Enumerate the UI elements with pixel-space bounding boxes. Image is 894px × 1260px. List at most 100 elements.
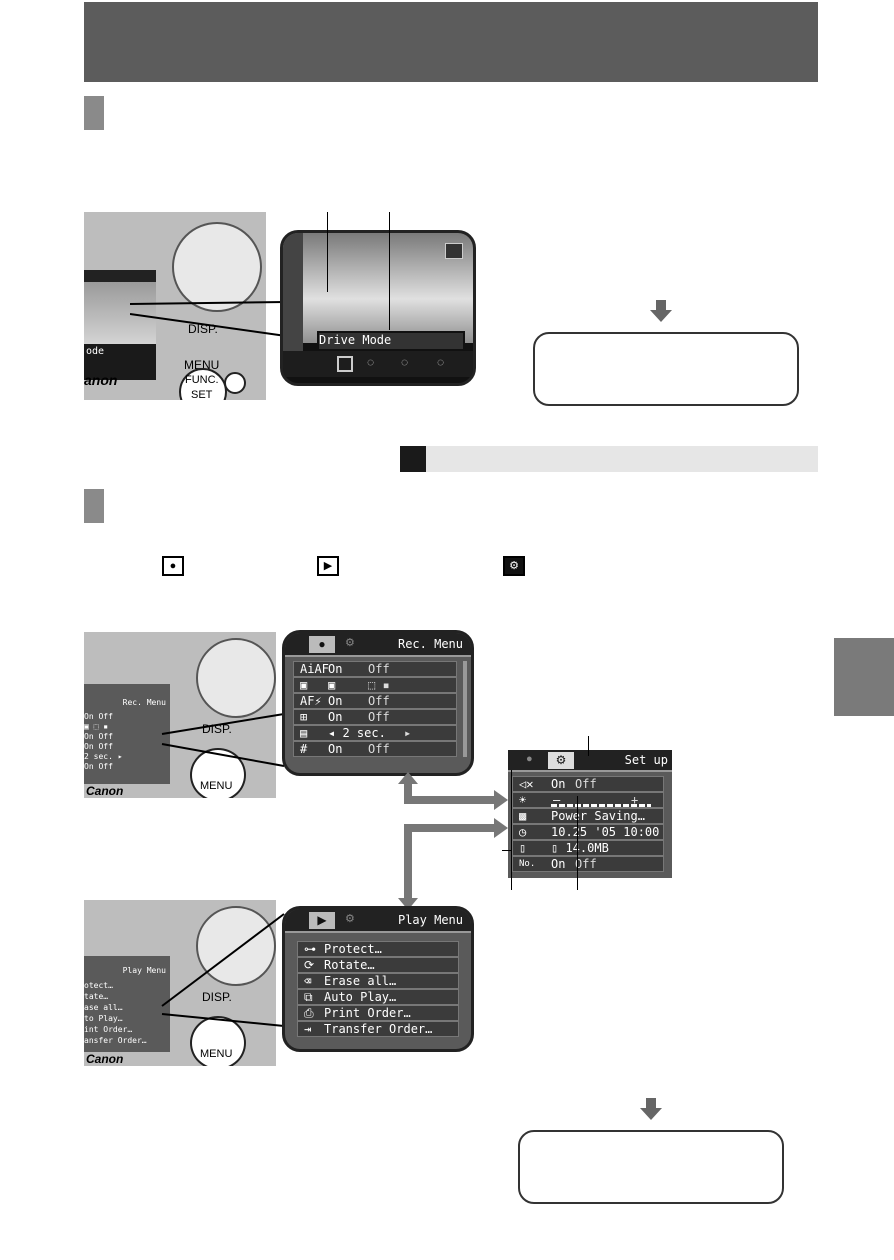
camera-rec-row: ▣ ⬚ ▪ bbox=[84, 722, 109, 731]
zoom-connector-lines bbox=[130, 301, 287, 337]
digital-zoom-icon: ⊞ bbox=[300, 710, 308, 724]
camera-rec-row: On Off bbox=[84, 712, 113, 721]
callout-line-b bbox=[389, 212, 390, 330]
section-header-bar bbox=[84, 2, 818, 82]
camera-rec-row: On Off bbox=[84, 742, 113, 751]
playback-tab-icon: ▶ bbox=[317, 556, 339, 576]
result-box-1 bbox=[533, 332, 799, 406]
metering-icon: ▣ bbox=[300, 678, 308, 692]
play-row-rotate[interactable]: ⟳Rotate… bbox=[297, 957, 459, 973]
mode-dial[interactable] bbox=[196, 638, 276, 718]
play-row-erase-all[interactable]: ⌫Erase all… bbox=[297, 973, 459, 989]
rec-menu-title: Rec. Menu bbox=[397, 637, 463, 651]
camera-play-screen: Play Menu otect… tate… ase all… to Play…… bbox=[84, 956, 170, 1052]
auto-play-icon: ⧉ bbox=[304, 990, 313, 1004]
single-shot-icon[interactable] bbox=[337, 356, 353, 372]
play-row-auto-play[interactable]: ⧉Auto Play… bbox=[297, 989, 459, 1005]
step-box-2 bbox=[84, 489, 104, 523]
callout-line-a bbox=[327, 212, 328, 292]
lcd-snippet-text: ode bbox=[86, 346, 105, 357]
play-row-protect[interactable]: ⊶Protect… bbox=[297, 941, 459, 957]
aiaf-icon: AiAF bbox=[300, 662, 329, 676]
mode-dial[interactable] bbox=[172, 222, 262, 312]
drive-mode-icon-strip: ◌ ◌ ◌ bbox=[283, 351, 473, 377]
menu-button-label: MENU bbox=[200, 1048, 233, 1060]
cityscape-photo bbox=[283, 233, 473, 343]
camera-rec-row: On Off bbox=[84, 732, 113, 741]
small-round-button[interactable] bbox=[224, 372, 246, 394]
brand-logo: Canon bbox=[86, 784, 124, 798]
brightness-slider[interactable] bbox=[551, 804, 651, 807]
self-timer-2s-icon[interactable]: ◌ bbox=[401, 355, 409, 369]
custom-timer-icon[interactable]: ◌ bbox=[437, 355, 445, 369]
camera-rec-screen: Rec. Menu On Off ▣ ⬚ ▪ On Off On Off 2 s… bbox=[84, 684, 170, 784]
self-timer-10s-icon[interactable]: ◌ bbox=[367, 355, 375, 369]
power-saving-icon: ▩ bbox=[519, 809, 527, 823]
rec-row-review[interactable]: ▤◂ 2 sec.▸ bbox=[293, 725, 457, 741]
camera-play-row: tate… bbox=[84, 992, 109, 1001]
eye-icon bbox=[445, 243, 463, 259]
camera-play-row: ansfer Order… bbox=[84, 1036, 147, 1045]
menu-button[interactable]: MENU bbox=[190, 1016, 246, 1066]
rec-row-metering[interactable]: ▣▣⬚ ▪ bbox=[293, 677, 457, 693]
chapter-side-tab bbox=[834, 638, 894, 716]
right-arrow-play bbox=[494, 818, 508, 838]
down-arrow-1 bbox=[650, 310, 672, 322]
camera-play-row: ase all… bbox=[84, 1003, 123, 1012]
callout-setup-left-tick bbox=[502, 850, 512, 851]
key-icon: ⊶ bbox=[304, 942, 316, 956]
rotate-icon: ⟳ bbox=[304, 958, 315, 972]
setup-tab[interactable]: ⚙ bbox=[345, 913, 355, 925]
setup-row-brightness[interactable]: ☀–+ bbox=[512, 792, 664, 808]
play-row-transfer-order[interactable]: ⇥Transfer Order… bbox=[297, 1021, 459, 1037]
play-menu-title: Play Menu bbox=[397, 913, 463, 927]
setup-tab[interactable]: ⚙ bbox=[548, 752, 574, 769]
callout-setup-left bbox=[511, 770, 512, 890]
mode-dial[interactable] bbox=[196, 906, 276, 986]
camera-back-drive: ode DISP. MENU FUNC. SET anon bbox=[84, 212, 266, 400]
connector-rec-horiz bbox=[404, 796, 496, 804]
shooting-tab[interactable]: ● bbox=[309, 636, 335, 653]
result-box-2 bbox=[518, 1130, 784, 1204]
connector-rec-vert bbox=[404, 784, 412, 800]
camera-rec-title: Rec. Menu bbox=[122, 698, 166, 707]
shooting-tab-icon: ● bbox=[162, 556, 184, 576]
shooting-tab[interactable]: ● bbox=[526, 753, 533, 765]
rec-zoom-lines bbox=[161, 713, 285, 767]
setup-row-format[interactable]: ▯▯ 14.0MB bbox=[512, 840, 664, 856]
camera-rec-row: On Off bbox=[84, 762, 113, 771]
func-set-button[interactable]: FUNC. SET bbox=[179, 368, 227, 400]
camera-back-rec: Rec. Menu On Off ▣ ⬚ ▪ On Off On Off 2 s… bbox=[84, 632, 276, 798]
down-arrow-2 bbox=[640, 1108, 662, 1120]
play-menu-lcd: ▶ ⚙ Play Menu ⊶Protect… ⟳Rotate… ⌫Erase … bbox=[282, 906, 474, 1052]
func-label: FUNC. bbox=[185, 374, 219, 386]
setup-row-power-saving[interactable]: ▩Power Saving… bbox=[512, 808, 664, 824]
setup-tab[interactable]: ⚙ bbox=[345, 637, 355, 649]
callout-setup-right bbox=[577, 796, 578, 890]
af-assist-icon: AF⚡ bbox=[300, 694, 322, 708]
mute-icon: ◁✕ bbox=[519, 777, 534, 791]
rec-scrollbar[interactable] bbox=[463, 661, 467, 757]
play-row-print-order[interactable]: ⎙Print Order… bbox=[297, 1005, 459, 1021]
playback-tab[interactable]: ▶ bbox=[309, 912, 335, 929]
connector-play-horiz bbox=[404, 824, 496, 832]
camera-back-play: Play Menu otect… tate… ase all… to Play…… bbox=[84, 900, 276, 1066]
setup-row-date-time[interactable]: ◷10.25 '05 10:00 bbox=[512, 824, 664, 840]
up-arrow-rec bbox=[398, 772, 418, 784]
brightness-icon: ☀ bbox=[519, 793, 527, 807]
connector-play-vert bbox=[404, 824, 412, 900]
menu-button[interactable]: MENU bbox=[190, 748, 246, 798]
brand-logo: Canon bbox=[86, 1052, 124, 1066]
disp-button[interactable]: DISP. bbox=[202, 990, 232, 1004]
camera-play-row: to Play… bbox=[84, 1014, 123, 1023]
card-icon: ▯ bbox=[519, 841, 527, 855]
menu-button-label: MENU bbox=[200, 780, 233, 792]
